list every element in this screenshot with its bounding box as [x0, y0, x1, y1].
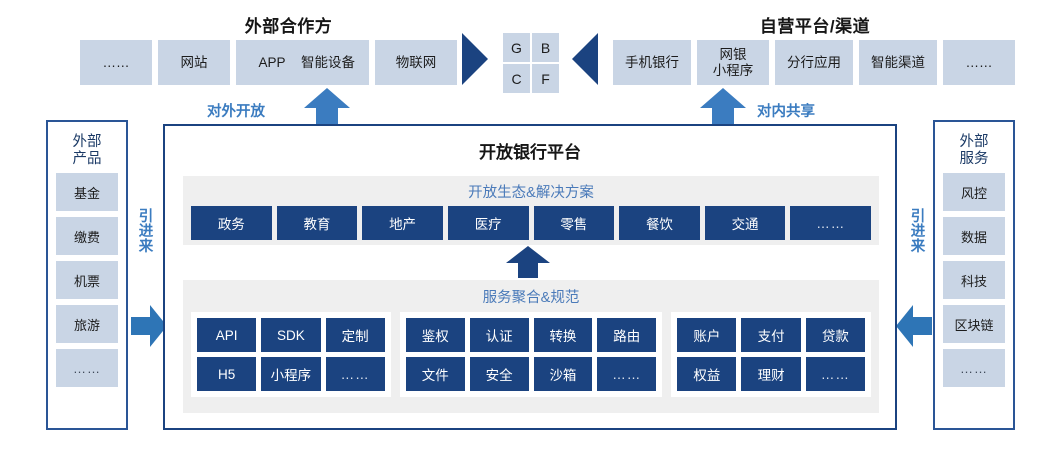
- service-group-governance: 鉴权 认证 转换 路由 文件 安全 沙箱 ……: [399, 312, 663, 397]
- segment-cell-b[interactable]: B: [532, 33, 559, 62]
- external-service-item-2[interactable]: 科技: [943, 261, 1005, 300]
- service-tile-channel-more[interactable]: ……: [325, 357, 385, 391]
- flow-label-open-outward: 对外开放: [207, 104, 265, 120]
- service-tile-authentication[interactable]: 认证: [469, 318, 529, 352]
- external-products-panel: 外部 产品 基金 缴费 机票 旅游 ……: [46, 120, 128, 430]
- external-product-item-2[interactable]: 机票: [56, 261, 118, 300]
- external-product-item-3[interactable]: 旅游: [56, 305, 118, 344]
- arrow-right-bring-in-icon: [131, 305, 167, 347]
- arrow-up-inward-icon: [700, 88, 746, 130]
- service-tile-file[interactable]: 文件: [405, 357, 465, 391]
- external-product-item-0[interactable]: 基金: [56, 173, 118, 212]
- external-partners-title: 外部合作方: [244, 17, 333, 36]
- ecosystem-tile-3[interactable]: 医疗: [447, 206, 529, 240]
- channel-chip-ext-3[interactable]: 智能设备: [287, 40, 369, 85]
- segment-cell-g[interactable]: G: [503, 33, 530, 62]
- arrow-up-layer-connector-icon: [506, 246, 550, 283]
- services-caption: 服务聚合&规范: [482, 290, 580, 306]
- external-service-item-3[interactable]: 区块链: [943, 305, 1005, 344]
- channel-chip-own-1[interactable]: 网银 小程序: [697, 40, 769, 85]
- service-group-business: 账户 支付 贷款 权益 理财 ……: [671, 312, 871, 397]
- ecosystem-tile-0[interactable]: 政务: [191, 206, 272, 240]
- external-product-item-4[interactable]: ……: [56, 349, 118, 388]
- channel-chip-own-0[interactable]: 手机银行: [613, 40, 691, 85]
- flow-label-bring-in-left: 引进来: [138, 209, 154, 255]
- channel-chip-ext-0[interactable]: ……: [80, 40, 152, 85]
- open-banking-platform-container: 开放银行平台 开放生态&解决方案 政务 教育 地产 医疗 零售 餐饮 交通 ………: [163, 124, 897, 430]
- channel-chip-own-4[interactable]: ……: [943, 40, 1015, 85]
- service-tile-governance-more[interactable]: ……: [597, 357, 657, 391]
- own-platform-title: 自营平台/渠道: [759, 17, 871, 36]
- external-products-title: 外部 产品: [72, 134, 102, 167]
- service-tile-h5[interactable]: H5: [197, 357, 257, 391]
- external-service-item-0[interactable]: 风控: [943, 173, 1005, 212]
- channel-chip-own-2[interactable]: 分行应用: [775, 40, 853, 85]
- ecosystem-layer: 开放生态&解决方案 政务 教育 地产 医疗 零售 餐饮 交通 ……: [183, 176, 879, 245]
- service-tile-account[interactable]: 账户: [677, 318, 737, 352]
- service-tile-routing[interactable]: 路由: [597, 318, 657, 352]
- ecosystem-tile-6[interactable]: 交通: [704, 206, 786, 240]
- service-tile-miniprogram[interactable]: 小程序: [261, 357, 321, 391]
- external-service-item-4[interactable]: ……: [943, 349, 1005, 388]
- service-tile-benefits[interactable]: 权益: [677, 357, 737, 391]
- channel-chip-own-3[interactable]: 智能渠道: [859, 40, 937, 85]
- pointer-triangle-right-icon: [572, 33, 598, 85]
- flow-label-share-inward: 对内共享: [757, 104, 815, 120]
- service-tile-sdk[interactable]: SDK: [261, 318, 321, 352]
- ecosystem-tile-5[interactable]: 餐饮: [619, 206, 700, 240]
- arrow-up-outward-icon: [304, 88, 350, 130]
- service-tile-custom[interactable]: 定制: [325, 318, 385, 352]
- service-tile-payment[interactable]: 支付: [741, 318, 801, 352]
- external-services-title: 外部 服务: [959, 134, 989, 167]
- ecosystem-tile-7[interactable]: ……: [790, 206, 871, 240]
- external-product-item-1[interactable]: 缴费: [56, 217, 118, 256]
- service-tile-wealth[interactable]: 理财: [741, 357, 801, 391]
- flow-label-bring-in-right: 引进来: [910, 209, 926, 255]
- service-tile-transform[interactable]: 转换: [533, 318, 593, 352]
- service-group-channel: API SDK 定制 H5 小程序 ……: [191, 312, 391, 397]
- ecosystem-caption: 开放生态&解决方案: [468, 185, 594, 201]
- ecosystem-tile-4[interactable]: 零售: [533, 206, 615, 240]
- ecosystem-tile-1[interactable]: 教育: [276, 206, 358, 240]
- service-tile-security[interactable]: 安全: [469, 357, 529, 391]
- service-tile-sandbox[interactable]: 沙箱: [533, 357, 593, 391]
- channel-chip-ext-4[interactable]: 物联网: [375, 40, 457, 85]
- service-tile-authorization[interactable]: 鉴权: [405, 318, 465, 352]
- channel-chip-ext-1[interactable]: 网站: [158, 40, 230, 85]
- service-tile-business-more[interactable]: ……: [805, 357, 865, 391]
- platform-title: 开放银行平台: [479, 143, 581, 162]
- service-tile-loan[interactable]: 贷款: [805, 318, 865, 352]
- segment-cell-f[interactable]: F: [532, 64, 559, 93]
- pointer-triangle-left-icon: [462, 33, 488, 85]
- services-layer: 服务聚合&规范 API SDK 定制 H5 小程序 ……: [183, 280, 879, 413]
- ecosystem-tile-2[interactable]: 地产: [362, 206, 443, 240]
- service-tile-api[interactable]: API: [197, 318, 257, 352]
- external-services-panel: 外部 服务 风控 数据 科技 区块链 ……: [933, 120, 1015, 430]
- segment-cell-c[interactable]: C: [503, 64, 530, 93]
- arrow-left-bring-in-icon: [896, 305, 932, 347]
- external-service-item-1[interactable]: 数据: [943, 217, 1005, 256]
